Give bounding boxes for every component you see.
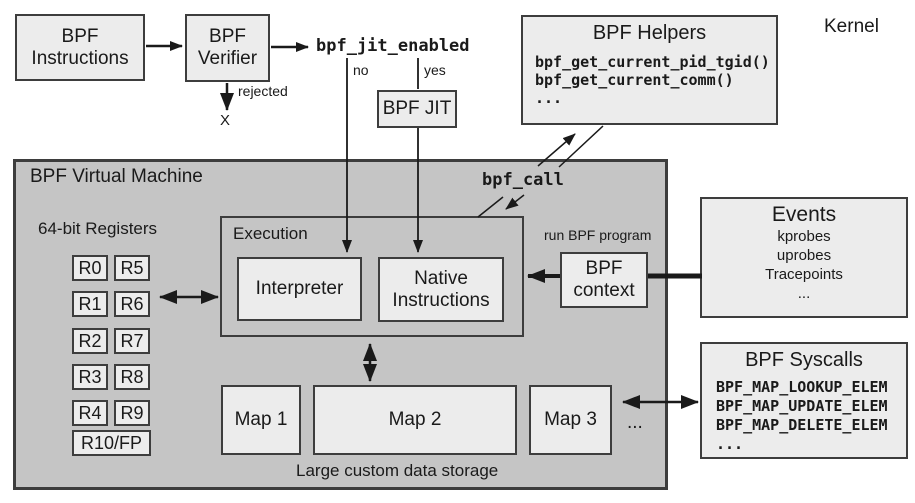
helper-function: bpf_get_current_comm() xyxy=(535,71,734,89)
bpf-helpers-title: BPF Helpers xyxy=(592,22,707,44)
map1-node: Map 1 xyxy=(221,385,301,455)
bpf-context-label: BPF context xyxy=(573,258,635,301)
native-instructions-label: Native Instructions xyxy=(392,267,490,311)
syscall-item-ellipsis: ... xyxy=(716,435,744,453)
syscall-item: BPF_MAP_LOOKUP_ELEM xyxy=(716,378,888,396)
bpf-jit-node: BPF JIT xyxy=(377,90,457,128)
native-instructions-node: Native Instructions xyxy=(378,257,504,322)
interpreter-label: Interpreter xyxy=(255,278,344,300)
register-r9: R9 xyxy=(114,400,150,426)
bpf-verifier-label: BPF Verifier xyxy=(197,26,258,69)
bpf-instructions-node: BPF Instructions xyxy=(15,14,145,81)
event-item: uprobes xyxy=(776,247,832,264)
bpf-context-node: BPF context xyxy=(560,252,648,308)
register-r2: R2 xyxy=(72,328,108,354)
syscall-item: BPF_MAP_DELETE_ELEM xyxy=(716,416,888,434)
events-panel: Events kprobes uprobes Tracepoints ... xyxy=(700,197,908,318)
map1-label: Map 1 xyxy=(234,409,288,431)
helper-function-ellipsis: ... xyxy=(535,89,563,107)
register-r0: R0 xyxy=(72,255,108,281)
no-branch-label: no xyxy=(353,62,369,78)
vm-title: BPF Virtual Machine xyxy=(30,166,203,187)
map3-node: Map 3 xyxy=(529,385,612,455)
bpf-verifier-node: BPF Verifier xyxy=(185,14,270,82)
register-r5: R5 xyxy=(114,255,150,281)
register-r8: R8 xyxy=(114,364,150,390)
bpf-helpers-panel: BPF Helpers bpf_get_current_pid_tgid() b… xyxy=(521,15,778,125)
register-r6: R6 xyxy=(114,291,150,317)
event-item: kprobes xyxy=(777,228,831,245)
map3-label: Map 3 xyxy=(544,409,597,431)
event-item-ellipsis: ... xyxy=(797,285,811,302)
bpf-jit-label: BPF JIT xyxy=(382,98,452,120)
map2-label: Map 2 xyxy=(388,409,442,431)
register-r7: R7 xyxy=(114,328,150,354)
yes-branch-label: yes xyxy=(424,62,446,78)
register-r3: R3 xyxy=(72,364,108,390)
syscall-item: BPF_MAP_UPDATE_ELEM xyxy=(716,397,888,415)
helper-function: bpf_get_current_pid_tgid() xyxy=(535,53,770,71)
register-r10fp: R10/FP xyxy=(72,430,151,456)
bpf-syscalls-panel: BPF Syscalls BPF_MAP_LOOKUP_ELEM BPF_MAP… xyxy=(700,342,908,459)
run-bpf-program-label: run BPF program xyxy=(544,227,652,243)
registers-title: 64-bit Registers xyxy=(38,219,158,238)
kernel-label: Kernel xyxy=(824,16,879,37)
rejected-label: rejected xyxy=(238,83,288,99)
rejected-x-mark: X xyxy=(220,112,231,129)
bpf-call-label: bpf_call xyxy=(482,170,564,190)
map2-node: Map 2 xyxy=(313,385,517,455)
event-item: Tracepoints xyxy=(765,266,843,283)
events-title: Events xyxy=(771,203,837,226)
storage-caption: Large custom data storage xyxy=(296,461,499,480)
bpf-instructions-label: BPF Instructions xyxy=(31,25,129,69)
execution-title: Execution xyxy=(233,224,308,243)
interpreter-node: Interpreter xyxy=(237,257,362,321)
bpf-jit-enabled-label: bpf_jit_enabled xyxy=(316,36,470,56)
maps-ellipsis: ... xyxy=(627,412,643,433)
bpf-syscalls-title: BPF Syscalls xyxy=(745,349,863,371)
register-r1: R1 xyxy=(72,291,108,317)
register-r4: R4 xyxy=(72,400,108,426)
